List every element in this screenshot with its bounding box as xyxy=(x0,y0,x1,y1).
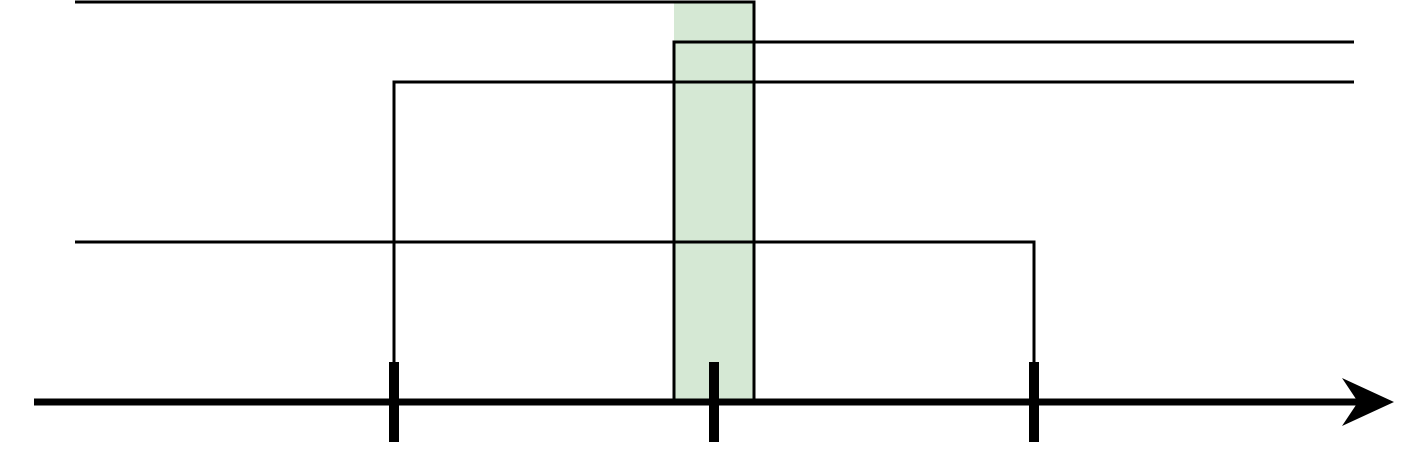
arrowhead-icon xyxy=(1342,378,1394,426)
highlight-band xyxy=(674,2,754,400)
interval-line-2 xyxy=(672,40,1354,400)
interval-line-3 xyxy=(392,80,1354,362)
interval-line-4 xyxy=(75,240,1036,362)
interval-line-1 xyxy=(75,0,756,400)
